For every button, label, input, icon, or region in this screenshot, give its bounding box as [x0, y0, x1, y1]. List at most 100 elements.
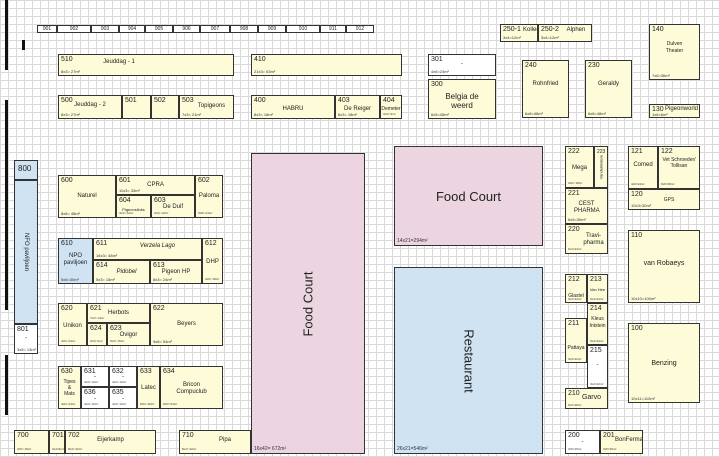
stand-number: 230	[588, 62, 600, 69]
stand-size: 10x11=110m²	[631, 396, 655, 401]
stand-220[interactable]: 220 Travi-pharma 6x4=24m²	[565, 224, 608, 254]
stand-601[interactable]: 601 CPRA 11x3= 33m²	[116, 175, 195, 195]
wall-left-low	[5, 355, 8, 415]
stand-631[interactable]: 631 - 4x3= 12m²	[81, 366, 109, 387]
stand-name: -	[596, 362, 599, 368]
stand-600[interactable]: 600 Naturel 8x8= 48m²	[58, 175, 116, 218]
stand-120[interactable]: 120 GPS 10x3=30m²	[628, 189, 700, 210]
food-court-vertical[interactable]: Food Court 16x42= 672m²	[251, 153, 365, 454]
stand-633[interactable]: 633 Latec 5x6= 30m²	[137, 366, 160, 409]
stand-221[interactable]: 221 CEST PHARMA 6x5=30m²	[565, 188, 608, 224]
restaurant[interactable]: Restaurant 26x21=546m²	[394, 267, 543, 454]
stand-801[interactable]: 801 - 3x5= 13m²	[14, 324, 38, 354]
stand-213[interactable]: 213 Van Hee 3x4=12m²	[587, 274, 608, 303]
stand-number: 604	[119, 197, 131, 204]
food-court-label: Food Court	[300, 270, 316, 337]
stand-250-1[interactable]: 250-1 Kollee 3x4=12m²	[500, 24, 538, 42]
stand-name: Kollee	[523, 27, 537, 33]
food-court-horizontal[interactable]: Food Court 14x21=294m²	[394, 146, 543, 246]
stand-212[interactable]: 212 Glastel 3x4=12m²	[565, 274, 587, 303]
stand-614[interactable]: 614 Pidobel 5x3= 15m²	[93, 260, 150, 284]
stand-number: 221	[568, 190, 580, 197]
stand-510[interactable]: 510 Jeuddag - 1 8x3= 27m²	[58, 54, 234, 76]
stand-122[interactable]: 122 Vet Schroeder/ Tollisan 6x6=36m²	[658, 146, 700, 189]
stand-size: 8x3= 27m²	[61, 69, 81, 74]
stand-110[interactable]: 110 van Robaeys 10x10=100m²	[628, 230, 700, 303]
stand-size: 6x6=36m²	[661, 182, 675, 186]
stand-501[interactable]: 501	[122, 95, 151, 119]
stand-602[interactable]: 602 Paloma 3x8= 24m²	[195, 175, 223, 218]
stand-301[interactable]: 301 - 4x6=24m²	[428, 54, 496, 76]
stand-size: 3x4=12m²	[503, 35, 521, 40]
stand-700[interactable]: 700 3x5= 15m²	[14, 430, 49, 454]
stand-634[interactable]: 634 Bricon Compuclub 9x6= 54m²	[160, 366, 223, 409]
stand-210[interactable]: 210 Garvo 6x3=18m²	[565, 388, 608, 409]
strip-cell-905: 905	[145, 25, 173, 33]
stand-300[interactable]: 300 Belgia de weerd 6x5=45m²	[428, 79, 496, 119]
stand-number: 213	[590, 276, 602, 283]
stand-610[interactable]: 610 NPO paviljoen 5x6=30m²	[58, 238, 93, 284]
stand-612[interactable]: 612 DHP 3x6= 18m²	[202, 238, 223, 284]
stand-230[interactable]: 230 Geraldy 6x8=48m²	[585, 60, 632, 118]
stand-number: 621	[90, 305, 102, 312]
stand-number: 223	[597, 149, 606, 155]
stand-number: 100	[631, 325, 643, 332]
stand-201[interactable]: 201 BonFerma 3x5=15m²	[600, 430, 643, 454]
stand-710[interactable]: 710 Pipa 8x4= 32m²	[179, 430, 251, 454]
stand-222[interactable]: 222 Mega 3x6= 18m²	[565, 146, 594, 188]
stand-611[interactable]: 611 Verzela Lago 16x3= 48m²	[93, 238, 202, 260]
stand-number: 500	[61, 97, 73, 104]
stand-name: -	[581, 439, 584, 445]
strip-cell-901: 901	[37, 25, 57, 33]
stand-400[interactable]: 400 HABRU 8x3= 18m²	[251, 95, 335, 119]
stand-number: 701	[52, 432, 64, 439]
stand-500[interactable]: 500 Jeuddag - 2 8x3= 27m²	[58, 95, 122, 119]
stand-702[interactable]: 702 Eijerkamp 8x4= 32m²	[65, 430, 156, 454]
stand-604[interactable]: 604 Pigeonslinks 4x3= 12m²	[116, 195, 151, 218]
stand-403[interactable]: 403 De Reiger 6x3= 18m²	[335, 95, 380, 119]
stand-622[interactable]: 622 Beyers 9x6= 54m²	[150, 303, 223, 346]
stand-632[interactable]: 632 - 4x3= 12m²	[109, 366, 137, 387]
stand-215[interactable]: 215 - 3x4=12m²	[587, 345, 608, 388]
stand-620[interactable]: 620 Unikon 4x6= 24m²	[58, 303, 87, 346]
stand-number: 603	[154, 197, 166, 204]
nfo-paviljoen[interactable]: NFO paviljoen	[14, 180, 38, 324]
stand-name: BonFerma	[615, 437, 643, 443]
stand-211[interactable]: 211 Pattaya 3x4=12m²	[565, 318, 587, 363]
stand-404[interactable]: 404 Demeter 3x3= 9m²	[380, 95, 402, 119]
stand-701[interactable]: 701 3x4=9m²	[49, 430, 65, 454]
stand-number: 502	[154, 97, 166, 104]
stand-636[interactable]: 636 - 4x3= 12m²	[81, 387, 109, 409]
stand-635[interactable]: 635 - 4x3= 12m²	[109, 387, 137, 409]
stand-223[interactable]: 223 Vandekindere	[594, 146, 608, 188]
stand-130[interactable]: 130 Pigeonworld 1x6=6m²	[649, 104, 700, 118]
stand-621[interactable]: 621 Herbots 7x2= 14m²	[87, 303, 150, 323]
stand-name: Geraldy	[597, 81, 619, 87]
stand-number: 624	[90, 325, 102, 332]
stand-240[interactable]: 240 Rohnfried 6x8=48m²	[522, 60, 569, 118]
stand-140[interactable]: 140 Dulven Theater 7x6=36m²	[649, 24, 700, 80]
stand-name: CPRA	[147, 182, 164, 188]
stand-number: 250-2	[541, 26, 559, 33]
stand-size: 8x3= 18m²	[254, 112, 274, 117]
stand-250-2[interactable]: 250-2 Alphen 3x4=12m²	[538, 24, 592, 42]
stand-603[interactable]: 603 De Duif 4x3= 12m²	[151, 195, 195, 218]
stand-623[interactable]: 623 Ovigor 5x3= 15m²	[107, 323, 150, 346]
stand-number: 702	[68, 432, 80, 439]
stand-size: 3x5= 15m²	[17, 447, 32, 451]
stand-size: 21x3= 63m²	[254, 69, 276, 74]
stand-name: De Reiger	[343, 106, 371, 112]
stand-214[interactable]: 214 Kleus Intstein 3x4=12m²	[587, 303, 608, 345]
stand-number: 214	[590, 305, 602, 312]
stand-502[interactable]: 502	[151, 95, 179, 119]
stand-503[interactable]: 503 Topigeons 7x3= 21m²	[179, 95, 234, 119]
stand-200[interactable]: 200 - 3x5=15m²	[565, 430, 600, 454]
stand-630[interactable]: 630 Tipes & Mats 4x6= 24m²	[58, 366, 81, 409]
stand-800[interactable]: 800	[14, 160, 38, 180]
stand-121[interactable]: 121 Comed 4x6=24m²	[628, 146, 658, 189]
stand-613[interactable]: 613 Pigeon HP 8x3= 24m²	[150, 260, 202, 284]
stand-number: 631	[84, 368, 96, 375]
stand-100[interactable]: 100 Benzing 10x11=110m²	[628, 323, 700, 403]
stand-410[interactable]: 410 21x3= 63m²	[251, 54, 402, 76]
stand-624[interactable]: 624 3x3= 9m²	[87, 323, 107, 346]
